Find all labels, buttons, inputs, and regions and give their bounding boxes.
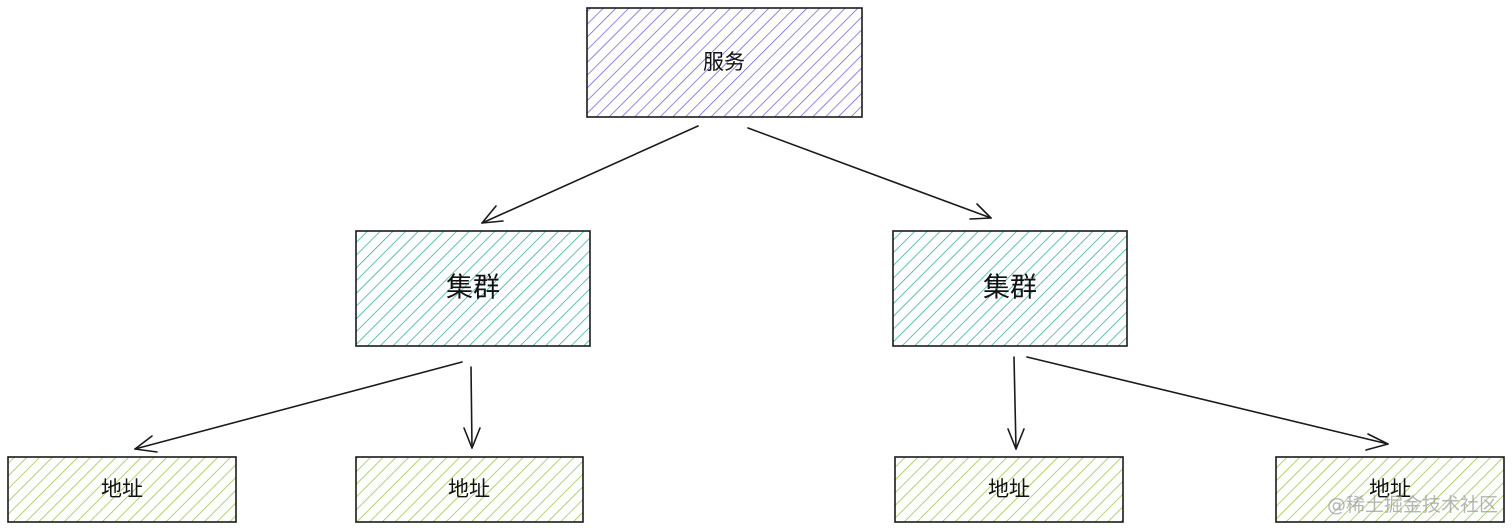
address-node-3[interactable]: 地址: [894, 456, 1124, 523]
address-label-4: 地址: [1369, 477, 1411, 501]
edge-cluster-left-to-address-1: [134, 361, 463, 450]
address-box-3: [894, 456, 1124, 523]
address-box-4: [1275, 456, 1505, 523]
service-label: 服务: [703, 50, 745, 74]
arrowhead: [969, 203, 992, 220]
address-node-1[interactable]: 地址: [7, 456, 237, 523]
address-box-1: [7, 456, 237, 523]
cluster-node-right[interactable]: 集群: [892, 230, 1128, 347]
arrowhead: [134, 435, 158, 453]
arrowhead: [463, 427, 481, 449]
arrowhead: [1365, 433, 1389, 451]
edge-service-to-cluster-left: [481, 125, 699, 224]
cluster-label-right: 集群: [983, 273, 1037, 304]
address-label-2: 地址: [448, 477, 490, 501]
edges: [134, 125, 1389, 453]
address-label-1: 地址: [101, 477, 143, 501]
address-node-4[interactable]: 地址: [1275, 456, 1505, 523]
cluster-box-left: [355, 230, 591, 347]
edge-cluster-left-to-address-2: [470, 366, 473, 449]
arrowhead: [481, 205, 504, 224]
cluster-label-left: 集群: [446, 273, 500, 304]
edge-cluster-right-to-address-3: [1013, 356, 1017, 450]
edge-cluster-right-to-address-4: [1026, 356, 1389, 445]
cluster-node-left[interactable]: 集群: [355, 230, 591, 347]
service-node[interactable]: 服务: [586, 7, 863, 118]
address-box-2: [355, 456, 584, 523]
cluster-box-right: [892, 230, 1128, 347]
arrowhead: [1007, 428, 1025, 450]
edge-service-to-cluster-right: [747, 127, 992, 219]
service-box: [586, 7, 863, 118]
watermark: @稀土掘金技术社区: [1326, 494, 1498, 516]
address-node-2[interactable]: 地址: [355, 456, 584, 523]
address-label-3: 地址: [988, 477, 1030, 501]
